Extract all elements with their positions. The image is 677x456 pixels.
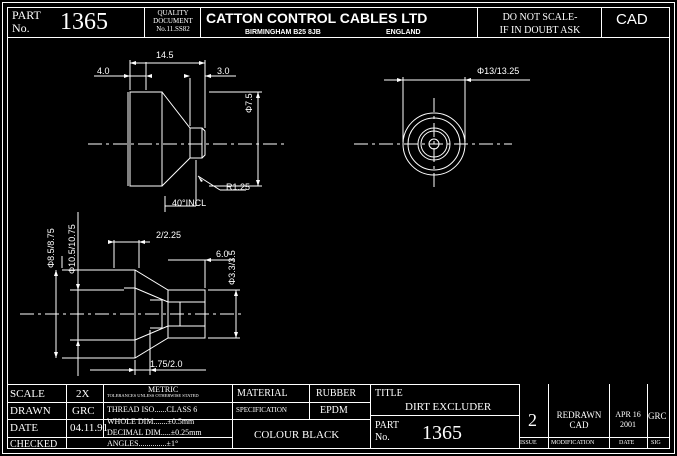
modification-line2: CAD [569, 420, 589, 430]
side-view-part [127, 91, 206, 187]
tb-part-label: PART No. [375, 420, 399, 444]
dim-top-length: 14.5 [156, 50, 174, 60]
decimal-dim: DECIMAL DIM.....±0.25mm [107, 428, 202, 437]
angles: ANGLES..............±1° [107, 439, 179, 448]
quality-line3: No.11.SS82 [156, 25, 190, 33]
date-col-label: DATE [619, 440, 635, 446]
dim-sec-bottom: 1.75/2.0 [150, 359, 183, 369]
modification-line1: REDRAWN [556, 410, 602, 420]
dim-sec-len: 6.0 [216, 249, 229, 259]
spec-value: EPDM [320, 405, 348, 416]
whole-dim: WHOLE DIM.......±0.5mm [107, 417, 195, 426]
issue-value: 2 [528, 410, 537, 430]
dim-top-right: 3.0 [217, 66, 230, 76]
thread-iso: THREAD ISO......CLASS 6 [107, 405, 198, 414]
dim-sec-dia-b: Φ10.5/10.75 [67, 224, 77, 274]
date-label: DATE [10, 422, 39, 434]
mod-date-line1: APR 16 [615, 410, 641, 419]
drawn-label: DRAWN [10, 405, 51, 417]
scale-note: DO NOT SCALE- IF IN DOUBT ASK [481, 11, 599, 37]
company-name: CATTON CONTROL CABLES LTD [206, 10, 428, 26]
material-label: MATERIAL [237, 388, 288, 399]
tb-part-label-line2: No. [375, 432, 390, 443]
title-label: TITLE [375, 388, 403, 399]
part-label: PART No. [12, 9, 41, 35]
dim-sec-step: 2/2.25 [156, 230, 182, 240]
dim-top-dia: Φ7.5 [244, 93, 254, 113]
part-number: 1365 [60, 9, 108, 35]
quality-line1: QUALITY [157, 9, 189, 17]
quality-document: QUALITY DOCUMENT No.11.SS82 [146, 9, 200, 33]
material-value: RUBBER [316, 388, 357, 399]
scale-note-line1: DO NOT SCALE- [502, 12, 578, 23]
scale-label: SCALE [10, 388, 45, 400]
dim-top-radius: R1.25 [226, 182, 251, 192]
title-value: DIRT EXCLUDER [405, 401, 492, 413]
dim-end-dia: Φ13/13.25 [477, 66, 520, 76]
mod-date-line2: 2001 [620, 420, 636, 429]
tb-part-number: 1365 [422, 422, 462, 444]
section-view-part [62, 269, 206, 359]
quality-line2: DOCUMENT [153, 17, 193, 25]
dim-sec-dia-c: Φ3.3/3.5 [227, 250, 237, 285]
drawn-value: GRC [72, 405, 95, 417]
scale-note-line2: IF IN DOUBT ASK [499, 25, 581, 36]
dim-top-left: 4.0 [97, 66, 110, 76]
scale-value: 2X [76, 388, 90, 400]
mod-date-entry: APR 16 2001 [609, 410, 647, 430]
cad-label: CAD [616, 11, 648, 28]
company-city: BIRMINGHAM B25 8JB [245, 29, 321, 36]
spec-label: SPECIFICATION [236, 406, 287, 414]
inner-border [7, 7, 670, 449]
dim-top-angle: 40°INCL [172, 198, 207, 208]
issue-col-label: ISSUE [520, 440, 537, 446]
metric-label: METRIC [148, 385, 179, 394]
tb-part-label-line1: PART [375, 420, 400, 431]
colour: COLOUR BLACK [254, 429, 340, 441]
sig-value: GRC [648, 411, 667, 421]
modification-col-label: MODIFICATION [551, 440, 595, 446]
part-label-line2: No. [12, 21, 30, 35]
sig-col-label: SIG [651, 440, 661, 446]
company-country: ENGLAND [386, 29, 421, 36]
date-value: 04.11.91 [70, 422, 109, 434]
modification-entry: REDRAWN CAD [549, 410, 609, 430]
dim-sec-dia-a: Φ8.5/8.75 [46, 228, 56, 268]
part-label-line1: PART [12, 8, 41, 22]
checked-label: CHECKED [10, 439, 58, 450]
tolerance-note: TOLERANCES UNLESS OTHERWISE STATED [107, 393, 199, 398]
